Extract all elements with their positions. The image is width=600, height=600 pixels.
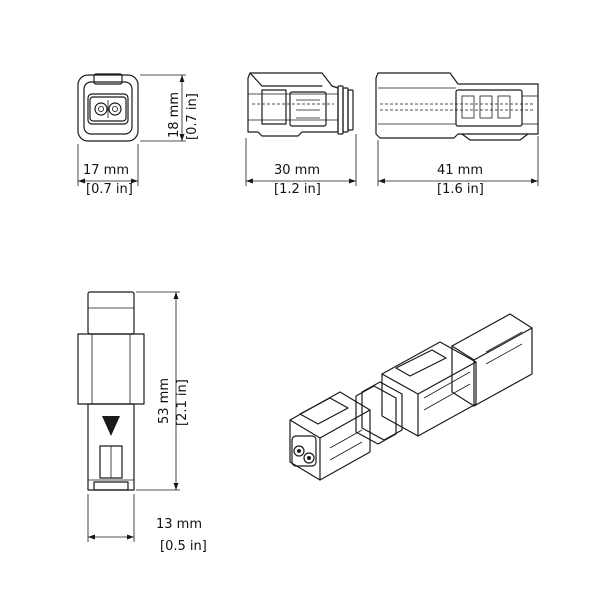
connector-side-view — [247, 72, 354, 137]
mated-length-dimension: 41 mm [1.6 in] — [377, 136, 539, 197]
front-width-metric: 17 mm — [83, 163, 129, 178]
side-length-metric: 30 mm — [274, 163, 320, 178]
front-height-dimension: 18 mm [0.7 in] — [140, 74, 200, 142]
top-width-dimension: 13 mm [0.5 in] — [87, 494, 207, 554]
connector-mated-side-view — [375, 72, 539, 141]
front-height-imperial: [0.7 in] — [185, 93, 200, 140]
connector-isometric-view — [289, 313, 533, 481]
top-width-metric: 13 mm — [156, 517, 202, 532]
top-length-dimension: 53 mm [2.1 in] — [136, 291, 190, 491]
top-width-imperial: [0.5 in] — [160, 539, 207, 554]
side-length-dimension: 30 mm [1.2 in] — [245, 134, 357, 197]
front-width-imperial: [0.7 in] — [86, 182, 133, 197]
mated-length-metric: 41 mm — [437, 163, 483, 178]
front-width-dimension: 17 mm [0.7 in] — [77, 144, 139, 197]
mated-length-imperial: [1.6 in] — [437, 182, 484, 197]
top-length-metric: 53 mm — [157, 378, 172, 424]
connector-front-view — [77, 73, 139, 142]
side-length-imperial: [1.2 in] — [274, 182, 321, 197]
front-height-metric: 18 mm — [167, 92, 182, 138]
connector-top-view — [77, 291, 145, 491]
top-length-imperial: [2.1 in] — [175, 379, 190, 426]
